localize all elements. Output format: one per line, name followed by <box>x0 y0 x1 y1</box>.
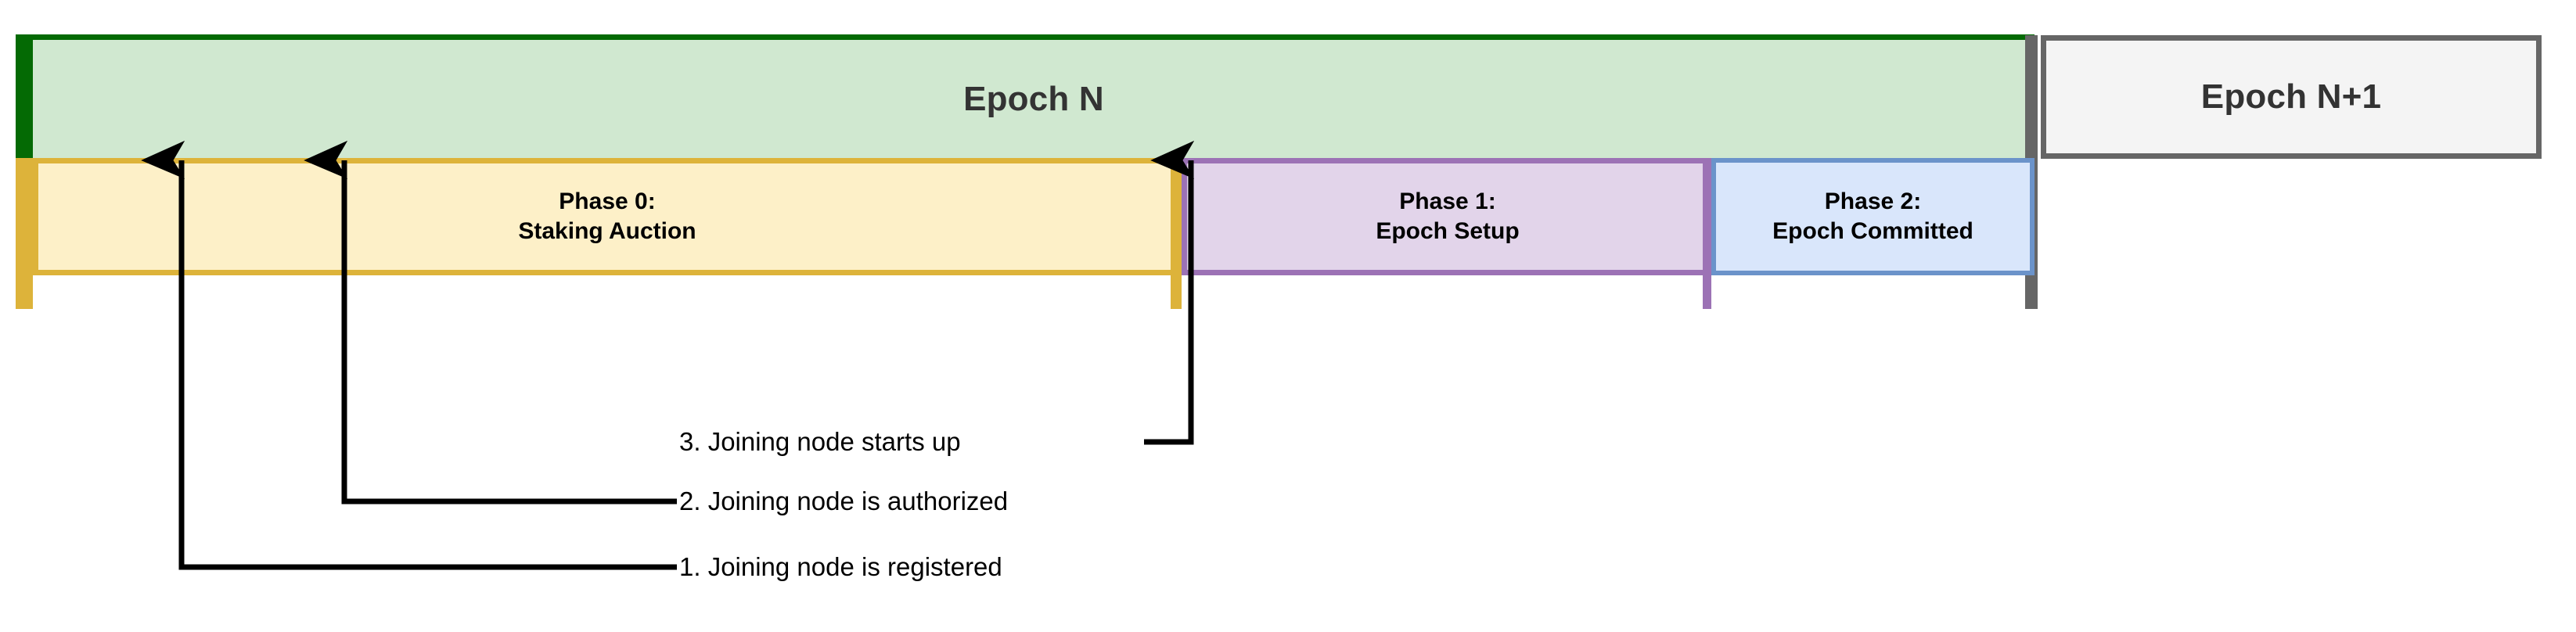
phase-0-left-boundary-tick <box>16 158 33 309</box>
callout-1-label: 1. Joining node is registered <box>679 552 1002 581</box>
epoch-n-plus-1-label: Epoch N+1 <box>2200 77 2382 116</box>
phase-0-box: Phase 0: Staking Auction <box>33 158 1182 275</box>
epoch-n-left-edge-accent <box>16 34 33 158</box>
phase-2-title: Phase 2: <box>1824 188 1922 214</box>
phase-1-title: Phase 1: <box>1399 188 1496 214</box>
phase-0-title: Phase 0: <box>559 188 656 214</box>
phase-0-right-boundary-tick <box>1171 158 1182 309</box>
epoch-n-box: Epoch N <box>33 34 2035 158</box>
epoch-n-plus-1-box: Epoch N+1 <box>2041 35 2542 159</box>
phase-1-box: Phase 1: Epoch Setup <box>1182 158 1714 275</box>
phase-0-subtitle: Staking Auction <box>518 218 696 244</box>
phase-1-subtitle: Epoch Setup <box>1376 218 1520 244</box>
phase-2-subtitle: Epoch Committed <box>1772 218 1973 244</box>
callout-3-label: 3. Joining node starts up <box>679 427 961 456</box>
phase-1-right-boundary-tick <box>1703 158 1711 309</box>
epoch-n-label: Epoch N <box>963 79 1104 118</box>
callout-2-label: 2. Joining node is authorized <box>679 487 1009 515</box>
phase-2-box: Phase 2: Epoch Committed <box>1711 158 2035 275</box>
